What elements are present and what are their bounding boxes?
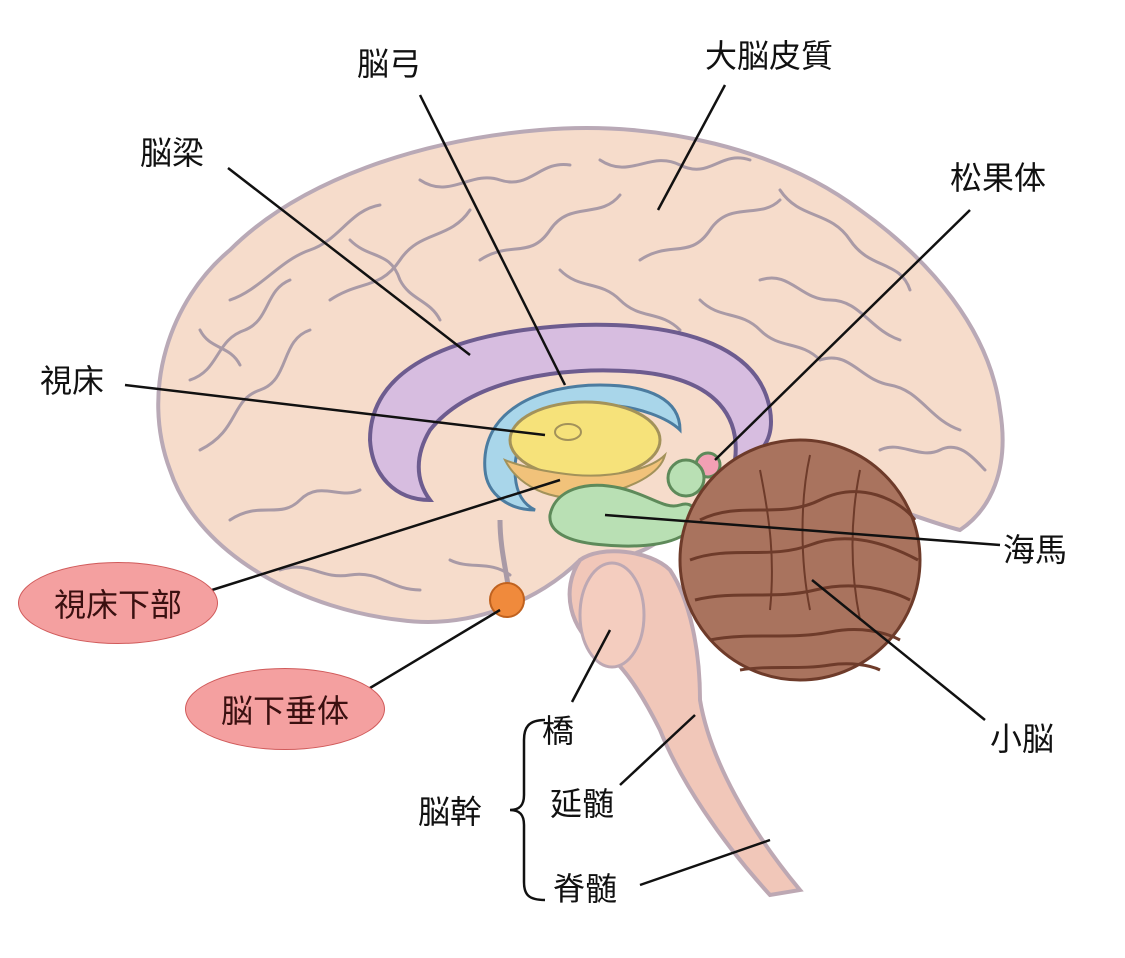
label-hippocampus: 海馬: [1003, 531, 1068, 569]
leader-cerebral-cortex: [656, 84, 727, 211]
cortex-folds: [188, 156, 987, 592]
label-pineal-body: 松果体: [950, 159, 1047, 197]
label-pons: 橋: [542, 712, 575, 750]
leader-corpus-callosum: [227, 167, 471, 356]
hypothalamus-region: [502, 451, 667, 500]
leader-pons: [570, 629, 612, 703]
leader-pineal-body: [714, 209, 971, 461]
leader-fornix: [418, 94, 567, 386]
leader-cerebellum: [811, 579, 986, 721]
label-brainstem: 脳幹: [418, 793, 483, 831]
thalamus: [508, 400, 662, 480]
label-spinal-cord: 脊髄: [553, 870, 618, 908]
label-cerebellum: 小脳: [990, 720, 1055, 758]
cerebellum: [678, 438, 922, 682]
leader-lines: [124, 84, 1001, 887]
label-thalamus: 視床: [40, 362, 105, 400]
leader-thalamus: [124, 383, 546, 437]
leader-spinal-cord: [639, 838, 771, 887]
leader-hippocampus: [604, 513, 1001, 547]
pituitary-gland: [489, 582, 525, 618]
label-corpus-callosum: 脳梁: [140, 134, 205, 172]
pineal-ring: [666, 458, 706, 498]
leader-medulla: [619, 714, 696, 786]
label-pituitary: 脳下垂体: [185, 668, 385, 750]
pons: [578, 561, 646, 669]
leader-pituitary: [369, 608, 501, 690]
label-medulla: 延髄: [550, 785, 615, 823]
label-hypothalamus: 視床下部: [18, 562, 218, 644]
label-fornix: 脳弓: [357, 45, 422, 83]
pituitary-stalk: [497, 519, 511, 586]
brainstem-brace: [509, 718, 546, 902]
label-cerebral-cortex: 大脳皮質: [705, 37, 834, 75]
leader-hypothalamus: [211, 478, 561, 592]
thalamus-center: [554, 423, 582, 441]
corpus-callosum: [367, 322, 773, 503]
